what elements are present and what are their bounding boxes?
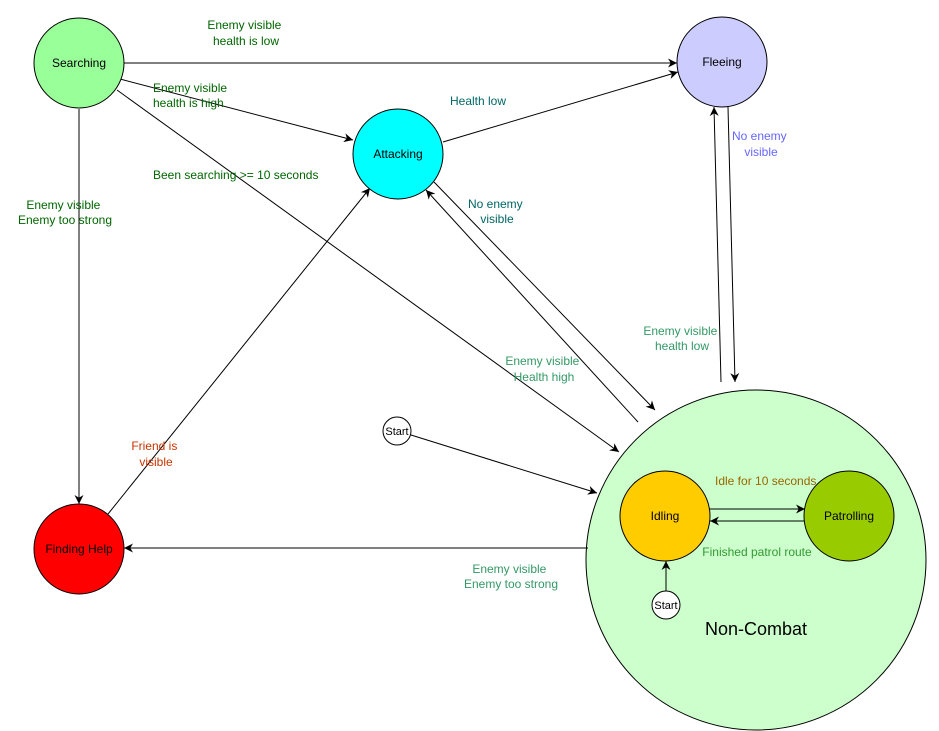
state-searching-label: Searching [52,56,106,70]
edge-start-to-non-combat [410,434,598,495]
state-fleeing[interactable]: Fleeing [676,16,768,108]
state-searching[interactable]: Searching [33,17,125,109]
edge-searching-to-non-combat [116,89,620,453]
state-attacking[interactable]: Attacking [352,108,444,200]
label-searching-to-fleeing: Enemy visible health is low [207,18,284,48]
label-non-combat-to-fleeing: Enemy visible health low [643,324,720,353]
edge-non-combat-to-attacking [425,189,639,423]
state-idling[interactable]: Idling [619,470,711,562]
start-node-main-label: Start [385,426,408,438]
state-attacking-label: Attacking [373,147,422,161]
label-fleeing-to-non-combat: No enemy visible [732,129,790,159]
label-non-combat-to-attacking: Enemy visible Health high [505,354,582,384]
state-finding-help-label: Finding Help [45,542,113,556]
non-combat-group[interactable] [585,389,927,731]
state-patrolling-label: Patrolling [824,509,874,523]
state-finding-help[interactable]: Finding Help [33,503,125,595]
label-searching-to-non-combat: Been searching >= 10 seconds [153,168,318,182]
edge-fleeing-to-non-combat [727,106,740,383]
non-combat-label: Non-Combat [705,619,807,639]
start-node-main[interactable]: Start [382,416,412,446]
start-node-inner[interactable]: Start [651,590,681,620]
state-patrolling[interactable]: Patrolling [803,470,895,562]
label-patrolling-to-idling: Finished patrol route [702,545,812,559]
start-node-inner-label: Start [654,600,677,612]
edge-finding-help-to-attacking [107,187,371,515]
label-finding-help-to-attacking: Friend is visible [131,439,180,469]
edge-searching-to-attacking [119,78,354,143]
edge-attacking-to-non-combat [433,181,656,411]
state-idling-label: Idling [651,509,680,523]
label-searching-to-finding-help: Enemy visible Enemy too strong [18,198,112,227]
label-non-combat-to-finding-help: Enemy visible Enemy too strong [464,562,558,591]
label-attacking-to-non-combat: No enemy visible [468,197,526,226]
label-searching-to-attacking: Enemy visible health is high [153,81,230,110]
edge-attacking-to-fleeing [442,70,679,143]
label-idling-to-patrolling: Idle for 10 seconds [715,474,816,488]
edge-non-combat-to-fleeing [709,106,722,383]
label-attacking-to-fleeing: Health low [450,94,506,108]
state-fleeing-label: Fleeing [702,55,741,69]
